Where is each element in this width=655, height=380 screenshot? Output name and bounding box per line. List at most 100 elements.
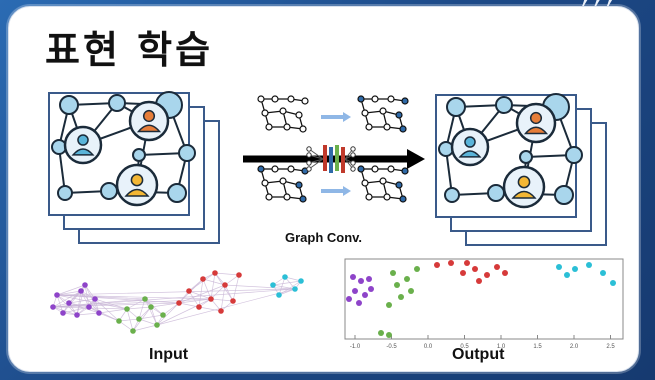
conv-wire-node [350,152,356,158]
scatter-tick-label: 2.5 [606,344,615,350]
scatter-point [362,292,368,298]
conv-node [395,181,403,189]
network-edge [52,290,82,308]
person-body [124,188,150,197]
conv-wire-node [350,160,356,166]
graph-node [487,184,505,202]
network-node [196,304,202,310]
scatter-point [434,262,440,268]
network-node [60,310,66,316]
network-edge [84,284,90,308]
network-node [186,288,192,294]
conv-node [261,109,269,117]
network-edge [278,276,286,296]
input-graph-stack [48,91,220,244]
scatter-point [358,278,364,284]
person-head [77,134,89,146]
conv-wire-node [350,166,356,172]
scatter-point [600,270,606,276]
scatter-tick-label: -1.0 [350,344,361,350]
network-node [276,292,282,298]
conv-node [379,177,387,185]
conv-wire-node [306,152,312,158]
conv-wire-node [306,146,312,152]
graph-node [519,150,533,164]
network-edge [224,274,240,286]
conv-node [383,123,391,131]
conv-wire-node [306,160,312,166]
network-edge [138,314,164,320]
conv-node [399,125,407,133]
network-edge [76,290,82,316]
scatter-point [350,274,356,280]
conv-filter-bar [323,145,327,171]
scatter-point [404,276,410,282]
network-node [136,316,142,322]
person-body [136,124,162,133]
network-edge [178,298,212,304]
graph-node [444,187,460,203]
network-edge [156,298,212,326]
network-node [50,304,56,310]
conv-wire-node [306,166,312,172]
network-edge [178,284,226,304]
conv-node [365,193,373,201]
person-head [529,111,543,125]
network-node [282,274,288,280]
network-edge [56,288,296,296]
person-head [517,175,531,189]
network-node [54,292,60,298]
network-edge [56,294,212,300]
scatter-point [572,266,578,272]
network-edge [144,298,158,326]
network-node [130,328,136,334]
blue-arrow-head [343,112,351,122]
network-edge [214,272,240,276]
network-edge [188,290,200,308]
scatter-point [346,296,352,302]
network-edge [210,272,216,300]
network-node [270,282,276,288]
network-edge [162,302,180,316]
main-arrow-head [407,149,425,169]
network-node [82,282,88,288]
conv-node [301,97,309,105]
network-edge [220,284,226,312]
network-node [142,296,148,302]
conv-node [295,181,303,189]
network-edge [76,298,96,316]
conv-node [283,123,291,131]
network-edge [68,284,86,304]
network-edge [198,278,204,308]
scatter-point [408,288,414,294]
network-edge [80,290,100,314]
network-node [230,298,236,304]
person-body [511,190,537,199]
network-edge [210,298,234,302]
network-edge [52,298,212,308]
conv-node [387,165,395,173]
network-edge [56,284,86,296]
network-node [208,296,214,302]
graph-node [565,146,583,164]
scatter-tick-label: 2.0 [570,344,579,350]
network-node [92,296,98,302]
conv-node [361,179,369,187]
scatter-point [394,282,400,288]
scatter-point [386,302,392,308]
conv-node [379,107,387,115]
scatter-point [586,262,592,268]
network-edge [278,280,302,296]
conv-node [361,109,369,117]
scatter-point [464,260,470,266]
scatter-point [556,264,562,270]
conv-node [257,165,265,173]
scatter-point [378,330,384,336]
network-node [66,300,72,306]
network-edge [126,298,146,310]
conv-node [383,193,391,201]
network-edge [198,306,222,312]
conv-node [395,111,403,119]
network-edge [188,272,216,292]
